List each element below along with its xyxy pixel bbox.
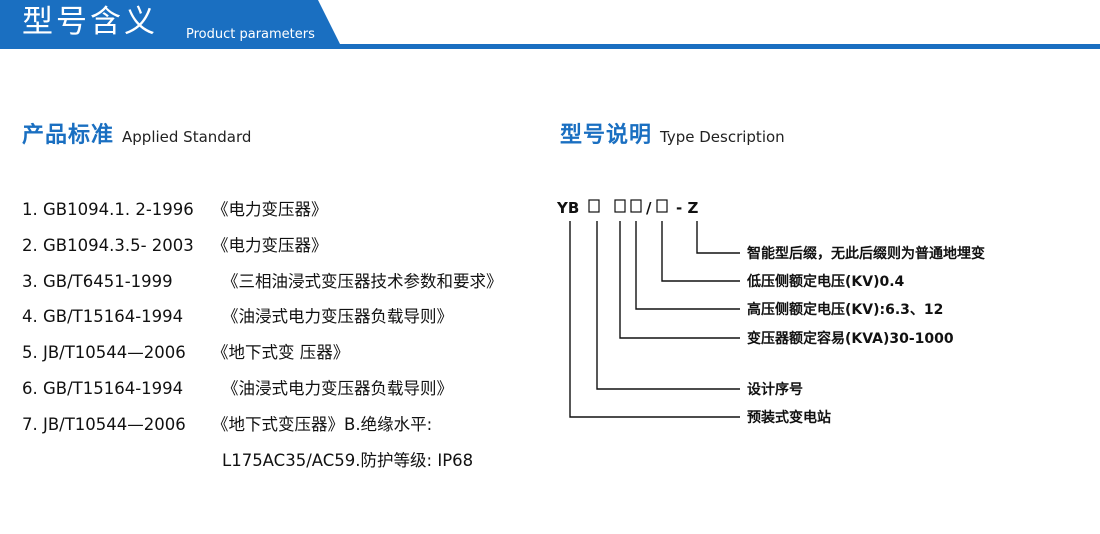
standard-heading: 产品标准 Applied Standard [22, 117, 251, 149]
type-desc-heading: 型号说明 Type Description [560, 117, 785, 149]
desc-suffix: 智能型后缀，无此后缀则为普通地埋变 [746, 245, 985, 262]
list-item: 2. GB1094.3.5- 2003 《电力变压器》 [22, 228, 328, 264]
header-banner: 型号含义 Product parameters [0, 0, 1100, 52]
standard-name: 《三相油浸式变压器技术参数和要求》 [222, 271, 503, 291]
banner-underline [0, 44, 1100, 49]
list-item: 7. JB/T10544—2006 《地下式变压器》B.绝缘水平: [22, 407, 432, 443]
code-prefix: YB [556, 199, 579, 217]
leader-line [569, 221, 740, 418]
standard-name: 《电力变压器》 [212, 235, 328, 255]
code-box-lv [656, 199, 668, 213]
standard-heading-cn: 产品标准 [22, 123, 115, 148]
list-item: 6. GB/T15164-1994 《油浸式电力变压器负载导则》 [22, 371, 453, 407]
desc-lv-voltage: 低压侧额定电压(KV)0.4 [746, 273, 905, 290]
list-item: 1. GB1094.1. 2-1996 《电力变压器》 [22, 192, 328, 228]
desc-capacity: 变压器额定容易(KVA)30-1000 [747, 330, 954, 347]
leader-line [596, 221, 740, 390]
standard-name: 《地下式变 压器》 [212, 343, 350, 363]
desc-hv-voltage: 高压侧额定电压(KV):6.3、12 [747, 301, 943, 318]
standard-code: 3. GB/T6451-1999 [22, 271, 173, 291]
standard-name: 《油浸式电力变压器负载导则》 [222, 378, 453, 398]
standard-code: 2. GB1094.3.5- 2003 [22, 235, 194, 255]
standard-code: 5. JB/T10544—2006 [22, 343, 186, 363]
standard-code: 6. GB/T15164-1994 [22, 378, 184, 398]
standard-name: 《电力变压器》 [212, 200, 328, 219]
leader-line [661, 221, 740, 282]
standard-heading-en: Applied Standard [122, 128, 252, 146]
list-item: 3. GB/T6451-1999 《三相油浸式变压器技术参数和要求》 [22, 264, 503, 300]
standard-continuation: L175AC35/AC59.防护等级: IP68 [222, 451, 474, 470]
standard-list: 1. GB1094.1. 2-1996 《电力变压器》 2. GB1094.3.… [22, 192, 503, 443]
desc-substation: 预装式变电站 [747, 409, 831, 426]
code-slash: / [646, 199, 652, 217]
banner-tab [0, 0, 340, 44]
desc-design-no: 设计序号 [747, 381, 803, 398]
list-item: 4. GB/T15164-1994 《油浸式电力变压器负载导则》 [22, 299, 453, 335]
standard-code: 1. GB1094.1. 2-1996 [22, 200, 194, 219]
leader-line [696, 221, 740, 254]
type-desc-heading-cn: 型号说明 [560, 123, 653, 148]
leader-line [619, 221, 740, 339]
code-box-capacity [614, 199, 626, 213]
leader-line [635, 221, 740, 310]
code-box-hv [630, 199, 642, 213]
standard-name: 《油浸式电力变压器负载导则》 [222, 307, 453, 327]
page-subtitle: Product parameters [186, 27, 315, 42]
type-desc-heading-en: Type Description [660, 128, 785, 146]
page-title: 型号含义 [22, 4, 158, 40]
standard-code: 7. JB/T10544—2006 [22, 414, 186, 434]
code-box-design [588, 199, 600, 213]
list-item: 5. JB/T10544—2006 《地下式变 压器》 [22, 335, 349, 371]
code-suffix: - Z [676, 199, 698, 217]
standard-code: 4. GB/T15164-1994 [22, 307, 184, 327]
standard-name: 《地下式变压器》B.绝缘水平: [212, 414, 433, 434]
